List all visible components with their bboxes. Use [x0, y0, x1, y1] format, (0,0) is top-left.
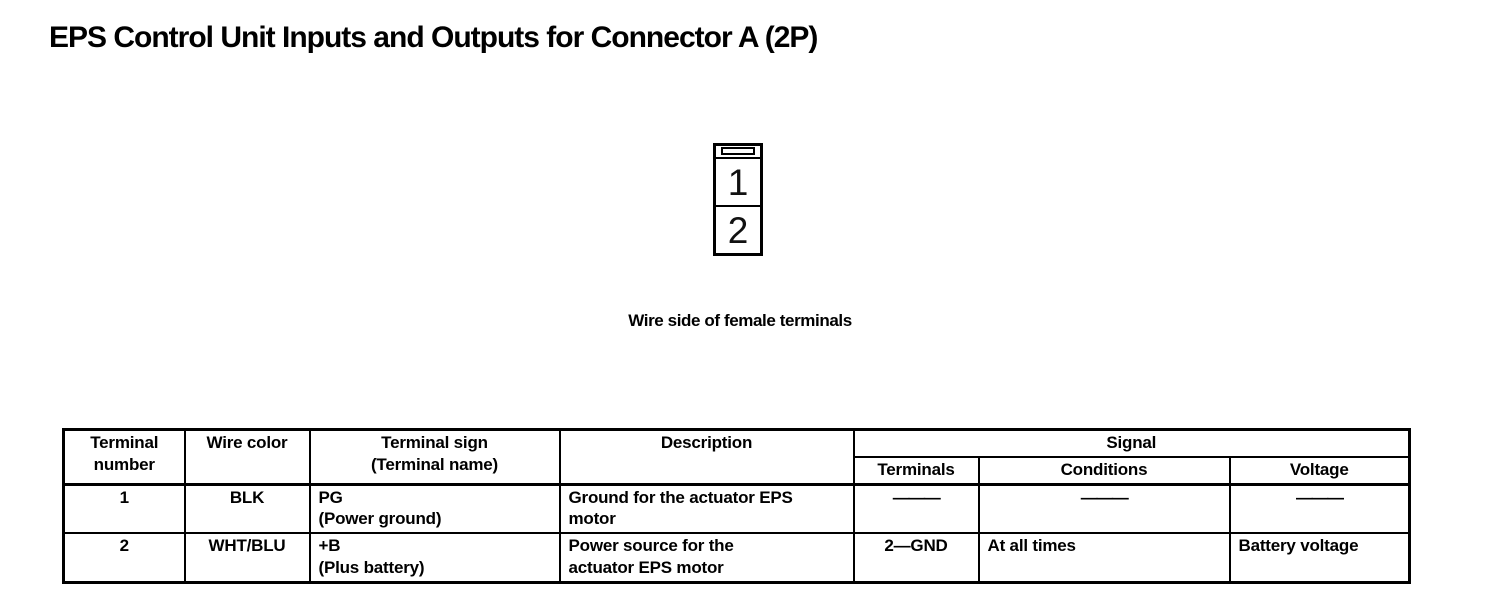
cell-signal-terminals: 2—GND [852, 532, 980, 583]
cell-wire-color: WHT/BLU [183, 532, 311, 583]
header-description: Description [558, 428, 855, 486]
header-terminal-number: Terminal number [62, 428, 186, 486]
io-table-header: Terminal number Wire color Terminal sign… [62, 428, 1411, 486]
cell-signal-conditions: ——— [977, 483, 1231, 534]
cell-description: Ground for the actuator EPS motor [558, 483, 855, 534]
cell-signal-terminals: ——— [852, 483, 980, 534]
header-row-main: Terminal number Wire color Terminal sign… [62, 428, 1411, 486]
cell-wire-color: BLK [183, 483, 311, 534]
io-table: Terminal number Wire color Terminal sign… [62, 428, 1412, 584]
header-signal: Signal [852, 428, 1411, 458]
connector-pin-2: 2 [727, 209, 749, 251]
header-row-signal-sub: Terminals Conditions Voltage [64, 455, 1411, 486]
cell-description: Power source for the actuator EPS motor [558, 532, 855, 583]
io-table-body: 1 BLK PG (Power ground) Ground for the a… [62, 483, 1411, 583]
page-title: EPS Control Unit Inputs and Outputs for … [49, 21, 818, 54]
connector-latch-icon [721, 147, 755, 155]
header-terminal-sign: Terminal sign (Terminal name) [308, 428, 561, 486]
cell-signal-voltage: Battery voltage [1228, 532, 1411, 583]
table-row-terminal-2: 2 WHT/BLU +B (Plus battery) Power source… [62, 532, 1411, 583]
table-row-terminal-1: 1 BLK PG (Power ground) Ground for the a… [62, 483, 1411, 534]
connector-diagram: 1 2 [713, 143, 763, 256]
cell-terminal-number: 2 [62, 532, 186, 583]
cell-terminal-sign: +B (Plus battery) [308, 532, 561, 583]
connector-latch-row [716, 146, 760, 159]
connector-pin-1: 1 [716, 159, 760, 207]
header-voltage: Voltage [1228, 455, 1411, 486]
header-conditions: Conditions [977, 455, 1231, 486]
cell-terminal-sign: PG (Power ground) [308, 483, 561, 534]
header-terminals: Terminals [852, 455, 980, 486]
header-wire-color: Wire color [183, 428, 311, 486]
cell-terminal-number: 1 [62, 483, 186, 534]
cell-signal-voltage: ——— [1228, 483, 1411, 534]
cell-signal-conditions: At all times [977, 532, 1231, 583]
connector-caption: Wire side of female terminals [628, 311, 852, 330]
